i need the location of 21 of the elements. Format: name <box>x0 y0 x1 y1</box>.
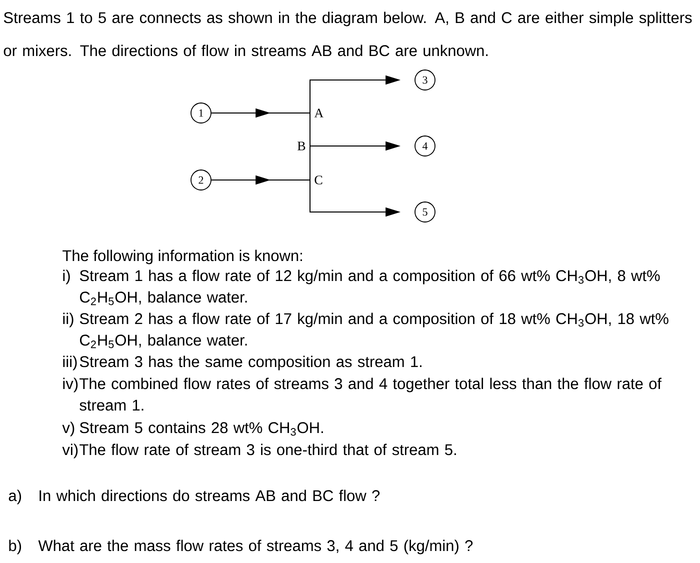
paragraph-text: Streams 1 to 5 are connects as shown in the diagram below. A, B and C are either simple splitters or mixers. The directions of flow in streams AB and BC are unknown. <box>4 12 692 56</box>
junction-label: C <box>314 176 322 184</box>
paragraph-text: Stream 5 contains 28 wt% CH$_{3}$OH. <box>80 422 323 436</box>
item-marker: vi) <box>62 444 78 458</box>
junction-label: B <box>298 142 306 150</box>
paragraph-text: What are the mass flow rates of streams 3, 4 and 5 (kg/min) ? <box>38 540 473 554</box>
item-marker: v) <box>62 422 74 436</box>
paragraph-text: The flow rate of stream 3 is one-third that of stream 5. <box>80 444 456 456</box>
item-marker: iii) <box>63 356 77 370</box>
item-marker: i) <box>63 270 70 284</box>
paragraph-text: Stream 3 has the same composition as stream 1. <box>80 356 422 370</box>
item-marker: iv) <box>63 378 78 392</box>
paragraph-text: Stream 1 has a flow rate of 12 kg/min and a composition of 66 wt% CH$_{3}$OH, 8 wt% C$_{2}$H$_{5}$OH, balance water. <box>80 270 660 306</box>
paragraph-text: Stream 2 has a flow rate of 17 kg/min and a composition of 18 wt% CH$_{3}$OH, 18 wt% C$_{2}$H$_{5}$OH, balance water. <box>80 312 668 348</box>
heading-text: The following information is known: <box>62 250 302 264</box>
item-marker: b) <box>9 540 22 554</box>
paragraph-text: The combined flow rates of streams 3 and 4 together total less than the flow rate of stream 1. <box>80 378 662 411</box>
junction-label: A <box>314 108 324 118</box>
paragraph-text: In which directions do streams AB and BC flow ? <box>40 490 380 502</box>
item-marker: ii) <box>63 312 74 328</box>
item-marker: a) <box>8 490 22 504</box>
